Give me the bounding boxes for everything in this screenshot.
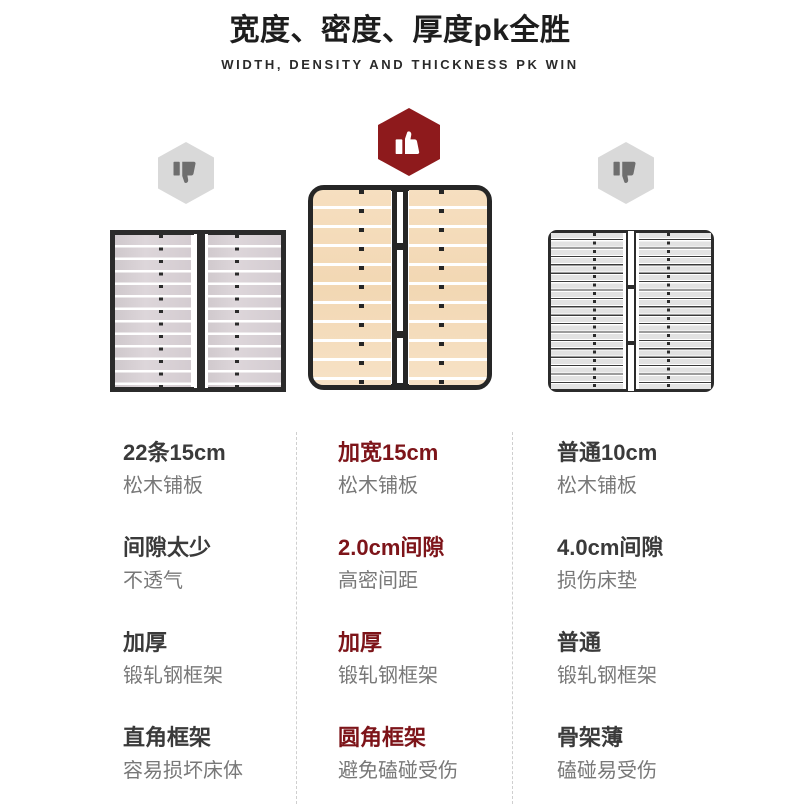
cell-sub-text: 锻轧钢框架 — [557, 664, 657, 687]
page-subtitle: WIDTH, DENSITY AND THICKNESS PK WIN — [221, 56, 579, 72]
center-rail — [194, 234, 208, 388]
page-header: 宽度、密度、厚度pk全胜 WIDTH, DENSITY AND THICKNES… — [0, 0, 800, 72]
cell-middle: 加宽15cm 松木铺板 — [338, 438, 438, 500]
cell-sub-text: 磕碰易受伤 — [557, 759, 657, 782]
cell-sub-text: 锻轧钢框架 — [123, 664, 223, 687]
thumbs-down-icon — [173, 161, 196, 183]
cell-sub-text: 松木铺板 — [123, 474, 203, 497]
slat-pins — [593, 233, 596, 389]
cell-sub-text: 容易损坏床体 — [123, 759, 243, 782]
table-row: 加厚 锻轧钢框架 加厚 锻轧钢框架 普通 锻轧钢框架 — [0, 614, 800, 709]
center-rail — [392, 185, 408, 390]
cell-left: 直角框架 容易损坏床体 — [123, 723, 243, 785]
bed-frame-image-right — [548, 230, 714, 392]
slat-pins — [439, 190, 444, 385]
slats — [313, 190, 391, 385]
slat-panel-left — [313, 190, 391, 385]
cell-main-text: 22条15cm — [123, 440, 226, 465]
slat-panel-right — [409, 190, 487, 385]
slat-panel-left — [551, 233, 623, 389]
cell-main-text: 加厚 — [338, 630, 383, 655]
cell-main-text: 普通10cm — [557, 440, 658, 465]
slat-pins — [235, 235, 239, 387]
table-row: 直角框架 容易损坏床体 圆角框架 避免磕碰受伤 骨架薄 磕碰易受伤 — [0, 709, 800, 794]
cell-right: 骨架薄 磕碰易受伤 — [557, 723, 657, 785]
cell-middle: 圆角框架 避免磕碰受伤 — [338, 723, 458, 785]
cell-main-text: 加宽15cm — [338, 440, 439, 465]
cell-main-text: 圆角框架 — [338, 725, 427, 750]
cell-sub-text: 损伤床垫 — [557, 569, 637, 592]
verdict-badge-middle — [378, 108, 440, 176]
cell-left: 间隙太少 不透气 — [123, 533, 211, 595]
cell-main-text: 骨架薄 — [557, 725, 624, 750]
crossbar-lower — [626, 341, 636, 345]
slat-pins — [667, 233, 670, 389]
slat-pins — [359, 190, 364, 385]
cell-main-text: 4.0cm间隙 — [557, 535, 664, 560]
cell-sub-text: 不透气 — [123, 569, 183, 592]
cell-sub-text: 锻轧钢框架 — [338, 664, 438, 687]
cell-main-text: 2.0cm间隙 — [338, 535, 445, 560]
bed-frame-image-middle — [308, 185, 492, 390]
cell-sub-text: 避免磕碰受伤 — [338, 759, 458, 782]
table-row: 22条15cm 松木铺板 加宽15cm 松木铺板 普通10cm 松木铺板 — [0, 424, 800, 519]
slats — [115, 235, 191, 387]
column-divider-2 — [512, 432, 513, 804]
cell-right: 4.0cm间隙 损伤床垫 — [557, 533, 663, 595]
verdict-badge-left — [158, 142, 214, 204]
thumbs-down-icon — [613, 161, 636, 183]
table-row: 间隙太少 不透气 2.0cm间隙 高密间距 4.0cm间隙 损伤床垫 — [0, 519, 800, 614]
slat-panel-left — [115, 235, 191, 387]
crossbar-bottom — [392, 383, 408, 390]
comparison-table: 22条15cm 松木铺板 加宽15cm 松木铺板 普通10cm 松木铺板 间隙太… — [0, 424, 800, 804]
slats — [409, 190, 487, 385]
slats — [205, 235, 281, 387]
center-rail — [626, 231, 636, 391]
cell-right: 普通10cm 松木铺板 — [557, 438, 657, 500]
page-title: 宽度、密度、厚度pk全胜 — [229, 14, 571, 47]
slats — [551, 233, 623, 389]
slat-panel-right — [639, 233, 711, 389]
product-images — [110, 185, 714, 392]
crossbar-lower — [392, 331, 408, 338]
slat-pins — [159, 235, 163, 387]
cell-sub-text: 松木铺板 — [338, 474, 418, 497]
bed-frame-image-left — [110, 230, 286, 392]
cell-main-text: 间隙太少 — [123, 535, 212, 560]
crossbar-top — [392, 185, 408, 192]
cell-right: 普通 锻轧钢框架 — [557, 628, 657, 690]
cell-middle: 2.0cm间隙 高密间距 — [338, 533, 444, 595]
cell-main-text: 加厚 — [123, 630, 168, 655]
crossbar-upper — [626, 285, 636, 289]
cell-sub-text: 松木铺板 — [557, 474, 637, 497]
cell-left: 加厚 锻轧钢框架 — [123, 628, 223, 690]
slats — [639, 233, 711, 389]
cell-left: 22条15cm 松木铺板 — [123, 438, 226, 500]
column-divider-1 — [296, 432, 297, 804]
cell-main-text: 普通 — [557, 630, 602, 655]
thumbs-up-icon — [395, 131, 420, 154]
verdict-badge-right — [598, 142, 654, 204]
cell-sub-text: 高密间距 — [338, 569, 418, 592]
cell-middle: 加厚 锻轧钢框架 — [338, 628, 438, 690]
cell-main-text: 直角框架 — [123, 725, 212, 750]
slat-panel-right — [205, 235, 281, 387]
crossbar-upper — [392, 243, 408, 250]
